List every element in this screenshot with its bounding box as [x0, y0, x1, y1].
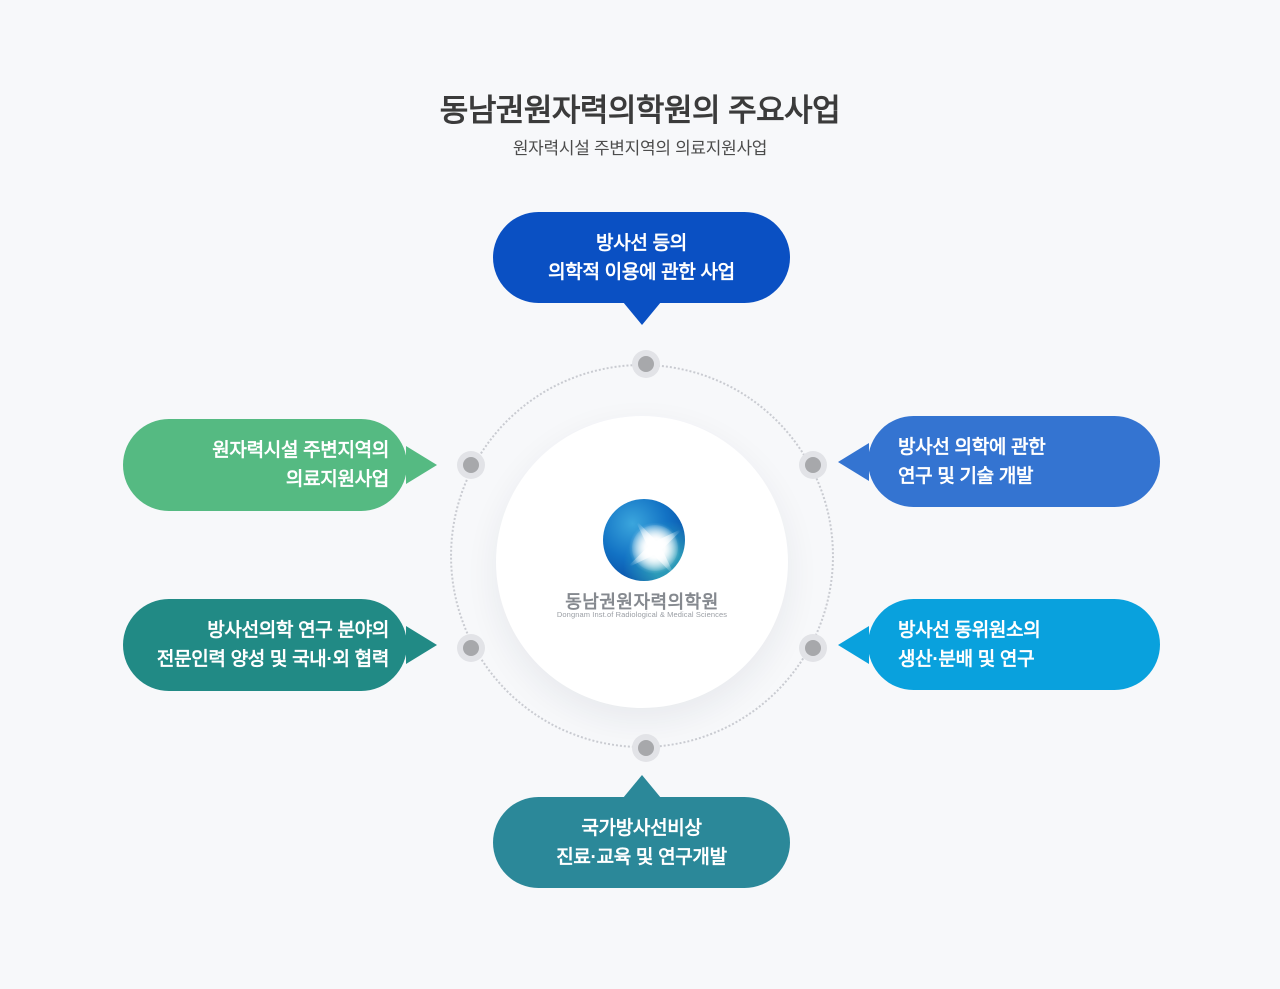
- bubble-bottom-line2: 진료·교육 및 연구개발: [556, 846, 727, 868]
- bubble-left-lower: 방사선의학 연구 분야의 전문인력 양성 및 국내·외 협력: [123, 599, 407, 691]
- connector-node-lower-left: [457, 634, 485, 662]
- header: 동남권원자력의학원의 주요사업 원자력시설 주변지역의 의료지원사업: [0, 93, 1280, 160]
- connector-node-upper-right: [799, 451, 827, 479]
- bubble-top-line2: 의학적 이용에 관한 사업: [548, 261, 735, 283]
- bubble-left-lower-line1: 방사선의학 연구 분야의: [207, 620, 389, 641]
- connector-node-lower-right: [799, 634, 827, 662]
- page-subtitle: 원자력시설 주변지역의 의료지원사업: [512, 139, 768, 158]
- org-name-en: Dongnam Inst.of Radiological & Medical S…: [556, 610, 728, 619]
- bubble-top: 방사선 등의 의학적 이용에 관한 사업: [493, 212, 790, 303]
- bubble-left-upper-line2: 의료지원사업: [285, 469, 389, 490]
- bubble-top-line1: 방사선 등의: [596, 232, 687, 254]
- bubble-bottom-line1: 국가방사선비상: [581, 817, 702, 839]
- bubble-left-upper-line1: 원자력시설 주변지역의: [212, 440, 389, 461]
- logo-starburst-icon: [605, 498, 705, 598]
- org-name: 동남권원자력의학원: [565, 592, 719, 612]
- center-logo-circle: 동남권원자력의학원 Dongnam Inst.of Radiological &…: [496, 416, 788, 708]
- bubble-right-lower-line1: 방사선 동위원소의: [898, 619, 1041, 641]
- connector-node-upper-left: [457, 451, 485, 479]
- connector-node-top: [632, 350, 660, 378]
- bubble-right-lower-line2: 생산·분배 및 연구: [898, 648, 1035, 670]
- bubble-left-upper: 원자력시설 주변지역의 의료지원사업: [123, 419, 407, 511]
- bubble-right-upper-line2: 연구 및 기술 개발: [898, 465, 1034, 487]
- connector-node-bottom: [632, 734, 660, 762]
- bubble-right-lower: 방사선 동위원소의 생산·분배 및 연구: [868, 599, 1160, 690]
- bubble-right-upper-line1: 방사선 의학에 관한: [898, 436, 1046, 458]
- page-title: 동남권원자력의학원의 주요사업: [439, 93, 841, 128]
- bubble-bottom: 국가방사선비상 진료·교육 및 연구개발: [493, 797, 790, 888]
- bubble-left-lower-line2: 전문인력 양성 및 국내·외 협력: [156, 649, 389, 670]
- bubble-right-upper: 방사선 의학에 관한 연구 및 기술 개발: [868, 416, 1160, 507]
- institute-logo-sphere-icon: [603, 499, 685, 581]
